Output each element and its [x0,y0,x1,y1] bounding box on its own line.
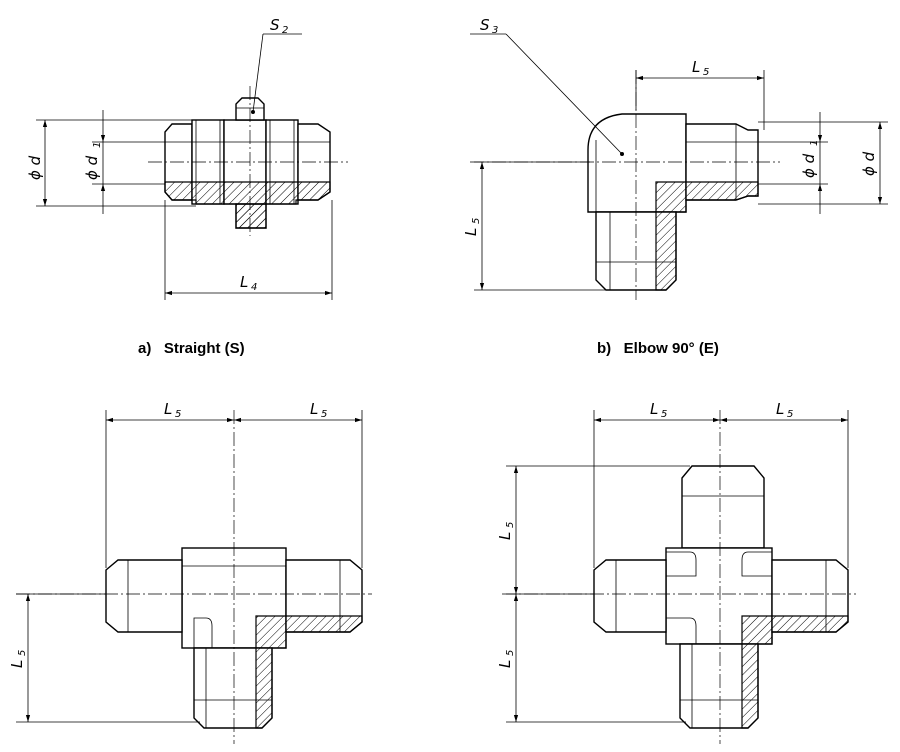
cross-l5-upper-subscript: 5 [505,522,516,528]
elbow-l5-top-subscript: 5 [703,67,709,78]
cross-l5-left-label: L [650,400,658,418]
phi-d-label: ϕ d [26,155,44,180]
cross-l5-lower-label: L [496,660,514,668]
tee-l5-vert-subscript: 5 [17,650,28,656]
elbow-l5-left-subscript: 5 [471,218,482,224]
elbow-phi-d1-label: ϕ d [800,153,818,178]
elbow-l5-left-label: L [462,228,480,236]
s2-label: S [270,16,280,34]
cross-l5-right-subscript: 5 [787,409,793,420]
tee-l5-vert-label: L [8,660,26,668]
straight-fitting-view: S 2 L 4 ϕ d ϕ d 1 [26,16,348,300]
caption-straight: a) Straight (S) [138,340,245,357]
cross-l5-right-label: L [776,400,784,418]
cross-l5-left-subscript: 5 [661,409,667,420]
cross-fitting-view: L 5 L 5 L 5 L 5 [496,400,856,744]
d1-subscript: 1 [92,142,103,148]
l4-subscript: 4 [251,282,257,293]
tee-fitting-view: L 5 L 5 L 5 [8,400,372,744]
caption-elbow: b) Elbow 90° (E) [597,340,719,357]
cross-l5-lower-subscript: 5 [505,650,516,656]
l4-label: L [240,273,248,291]
tee-l5-left-subscript: 5 [175,409,181,420]
cross-l5-upper-label: L [496,532,514,540]
elbow-l5-top-label: L [692,58,700,76]
elbow-phi-d-label: ϕ d [860,151,878,176]
elbow-d1-subscript: 1 [809,140,820,146]
elbow-fitting-view: S 3 L 5 L 5 ϕ d 1 ϕ d [462,16,888,300]
phi-d1-label: ϕ d [83,155,101,180]
tee-l5-right-label: L [310,400,318,418]
tee-l5-right-subscript: 5 [321,409,327,420]
s3-label: S [480,16,490,34]
tee-l5-left-label: L [164,400,172,418]
s2-subscript: 2 [282,25,288,36]
s3-subscript: 3 [492,25,498,36]
